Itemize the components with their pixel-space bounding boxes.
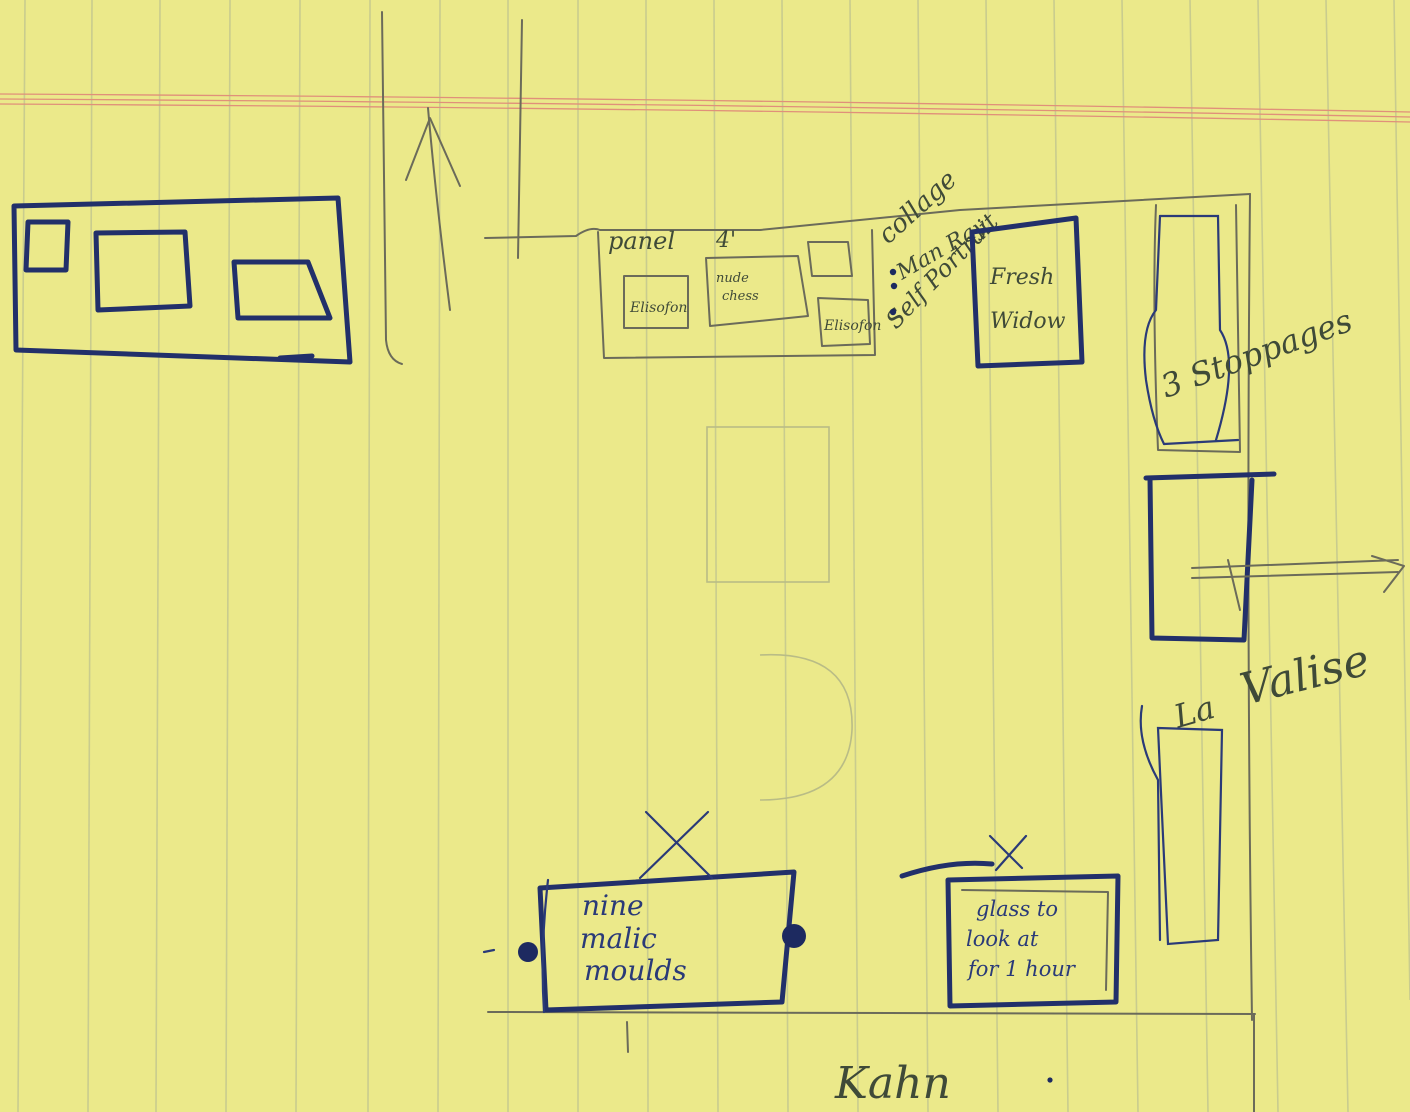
ruled-lines: [17, 0, 1410, 1112]
entrance-arrow: [381, 11, 523, 365]
erased-sketches: [706, 426, 853, 801]
elisofon-label: Elisofon: [629, 300, 687, 316]
valise-case: [1143, 471, 1405, 643]
glass-label: glass to look at for 1 hour: [966, 897, 1077, 981]
left-wall-panel: [11, 195, 353, 365]
glass-case: [899, 834, 1121, 1009]
malic-moulds-label: nine malic moulds: [580, 889, 687, 987]
fresh-widow-label: Fresh Widow: [989, 265, 1066, 334]
nine-malic-moulds-case: [482, 810, 806, 1014]
tall-case: [1139, 704, 1224, 946]
kahn-label: Kahn: [834, 1058, 951, 1109]
panel-label: panel: [608, 227, 675, 255]
margin-lines: [0, 93, 1410, 123]
three-stoppages-case: [1143, 204, 1241, 453]
panel-width-label: 4': [715, 228, 736, 253]
top-wall: [484, 193, 1256, 1112]
nude-chess-label: nude chess: [716, 271, 759, 304]
panel-group: [597, 229, 876, 359]
elisofon-second-label: Elisofon: [823, 318, 881, 334]
fresh-widow-frame: [969, 215, 1085, 369]
